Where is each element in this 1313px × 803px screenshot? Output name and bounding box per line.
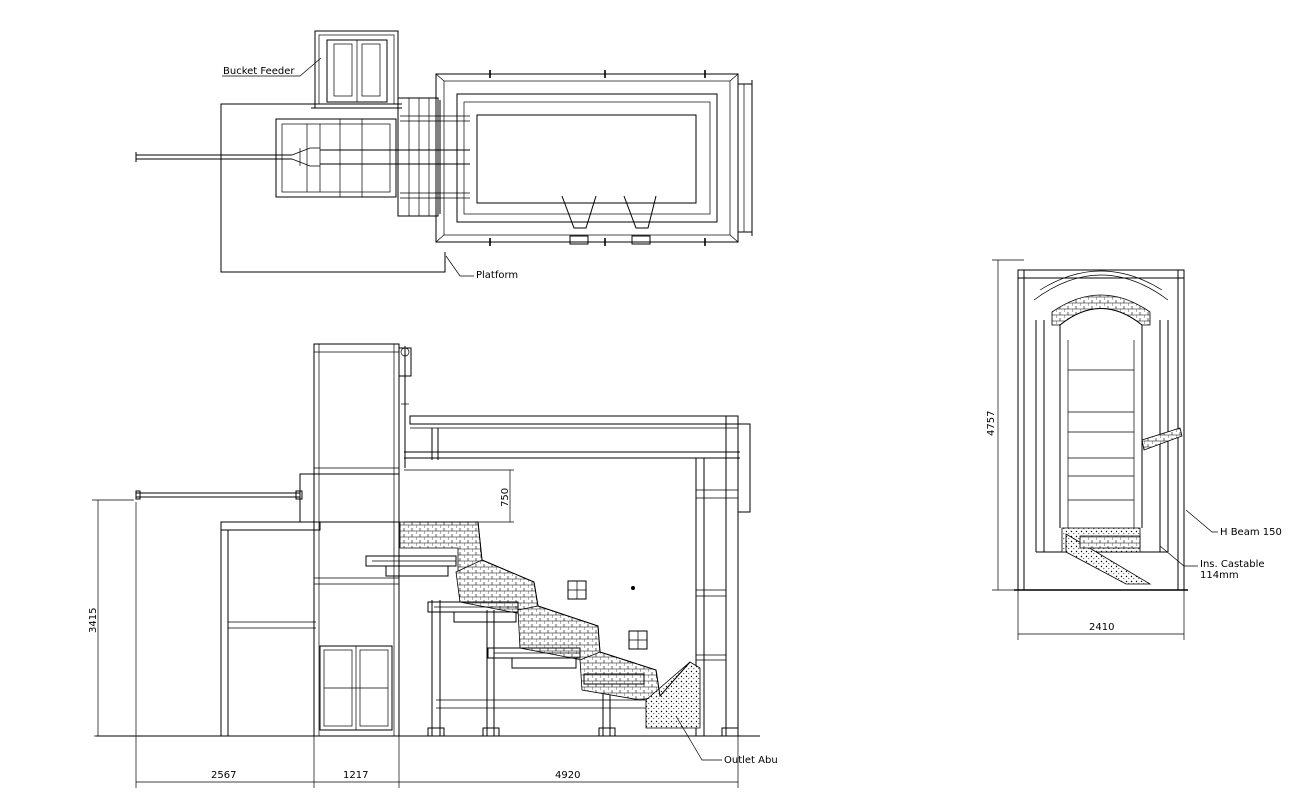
burner-2	[427, 601, 519, 623]
dim-bottom: 2567 1217 4920	[135, 502, 739, 788]
h-beam-label: H Beam 150	[1220, 527, 1282, 538]
platform-label: Platform	[476, 270, 518, 281]
dim-4920-label: 4920	[555, 770, 580, 781]
castable-label-line2: 114mm	[1200, 570, 1239, 581]
platform-elevation	[220, 521, 321, 736]
outlet-label: Outlet Abu	[724, 755, 778, 766]
dim-1217-label: 1217	[343, 770, 368, 781]
bucket-feeder-label: Bucket Feeder	[223, 66, 295, 77]
dim-4757-label: 4757	[986, 411, 997, 436]
dim-3415-label: 3415	[88, 608, 99, 633]
dim-2567-label: 2567	[211, 770, 236, 781]
cross-section: 4757 2410 H Beam 150 Ins. Castable 114mm	[986, 259, 1282, 640]
dim-3415: 3415	[88, 499, 134, 737]
castable-label-line1: Ins. Castable	[1200, 559, 1265, 570]
bucket-feeder-plan	[311, 30, 402, 109]
burner-3	[487, 647, 581, 669]
dim-750-label: 750	[500, 488, 511, 507]
elevation-view: 750 3415 2567 1217 4920 Outlet Abu	[88, 343, 778, 788]
bucket-elevator-tower	[135, 343, 412, 737]
dim-750: 750	[404, 469, 514, 523]
platform-plan	[220, 103, 446, 273]
furnace-plan	[435, 70, 753, 246]
dim-2410-label: 2410	[1089, 622, 1114, 633]
feed-chute-plan	[135, 97, 470, 217]
plan-view: Bucket Feeder Platform	[135, 30, 753, 281]
burner-1	[365, 555, 457, 577]
stepped-hearth	[365, 521, 701, 729]
